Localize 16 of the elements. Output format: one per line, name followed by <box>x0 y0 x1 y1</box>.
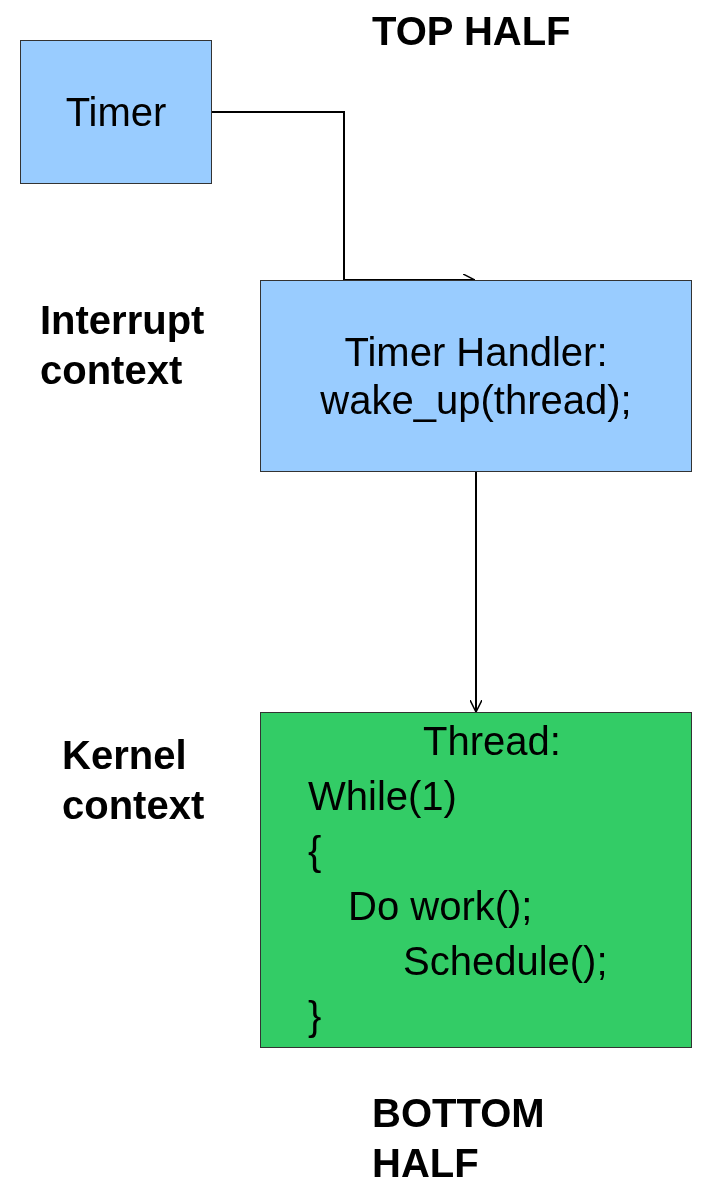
arrow <box>469 471 483 713</box>
process-box <box>20 40 212 184</box>
code-line: } <box>308 994 322 1038</box>
box-text: Timer Handler: wake_up(thread); <box>319 329 633 424</box>
box-heading: Thread: <box>423 719 561 763</box>
code-line: Schedule(); <box>403 939 608 983</box>
section-label: Kernel context <box>62 732 206 829</box>
code-line: { <box>308 829 322 873</box>
section-label: BOTTOM HALF <box>372 1090 546 1184</box>
process-box <box>260 280 692 472</box>
process-box <box>260 712 692 1048</box>
section-label: Interrupt context <box>40 297 206 394</box>
code-line: Do work(); <box>348 884 533 928</box>
box-text: Timer <box>65 89 167 136</box>
code-line: While(1) <box>308 774 457 818</box>
section-label: TOP HALF <box>372 8 572 55</box>
